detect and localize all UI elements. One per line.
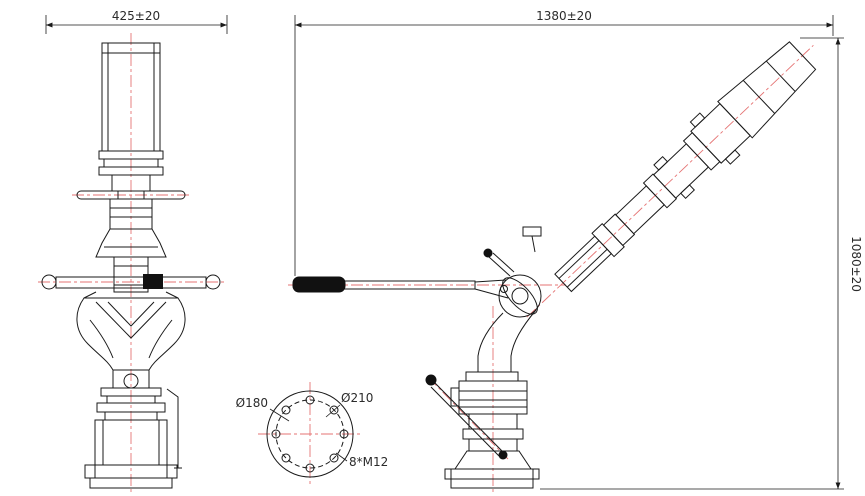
flange-bolt-circle-label: Ø180: [236, 396, 268, 410]
flange-circles: [266, 390, 354, 478]
side-body-outline: [292, 226, 542, 489]
flange-centerlines: [258, 382, 362, 486]
front-view: [38, 33, 224, 492]
front-side-lever: [166, 388, 179, 468]
lock-lever-knob: [483, 248, 493, 258]
flange-bolt-spec-label: 8*M12: [349, 455, 388, 469]
flange-outer-dia-label: Ø210: [341, 391, 373, 405]
front-monitor-outline: [41, 42, 221, 489]
dimensions: [45, 15, 844, 490]
top-valve-fitting: [522, 226, 542, 237]
barrel-axis-centerline: [526, 44, 814, 318]
front-centerlines: [38, 33, 224, 492]
crank-pivot: [498, 450, 508, 460]
side-view: [288, 41, 817, 492]
front-width-dim-text: 425±20: [112, 9, 160, 23]
side-height-dim-text: 1080±20: [849, 236, 863, 292]
side-width-dim-text: 1380±20: [536, 9, 592, 23]
flange-detail: Ø180 Ø210 8*M12: [236, 382, 388, 486]
dimension-labels: 425±20 1380±20 1080±20: [112, 9, 863, 292]
front-clamp-block: [143, 274, 163, 289]
side-barrel: [526, 41, 817, 318]
tiller-grip: [292, 276, 346, 293]
crank-knob: [425, 374, 437, 386]
